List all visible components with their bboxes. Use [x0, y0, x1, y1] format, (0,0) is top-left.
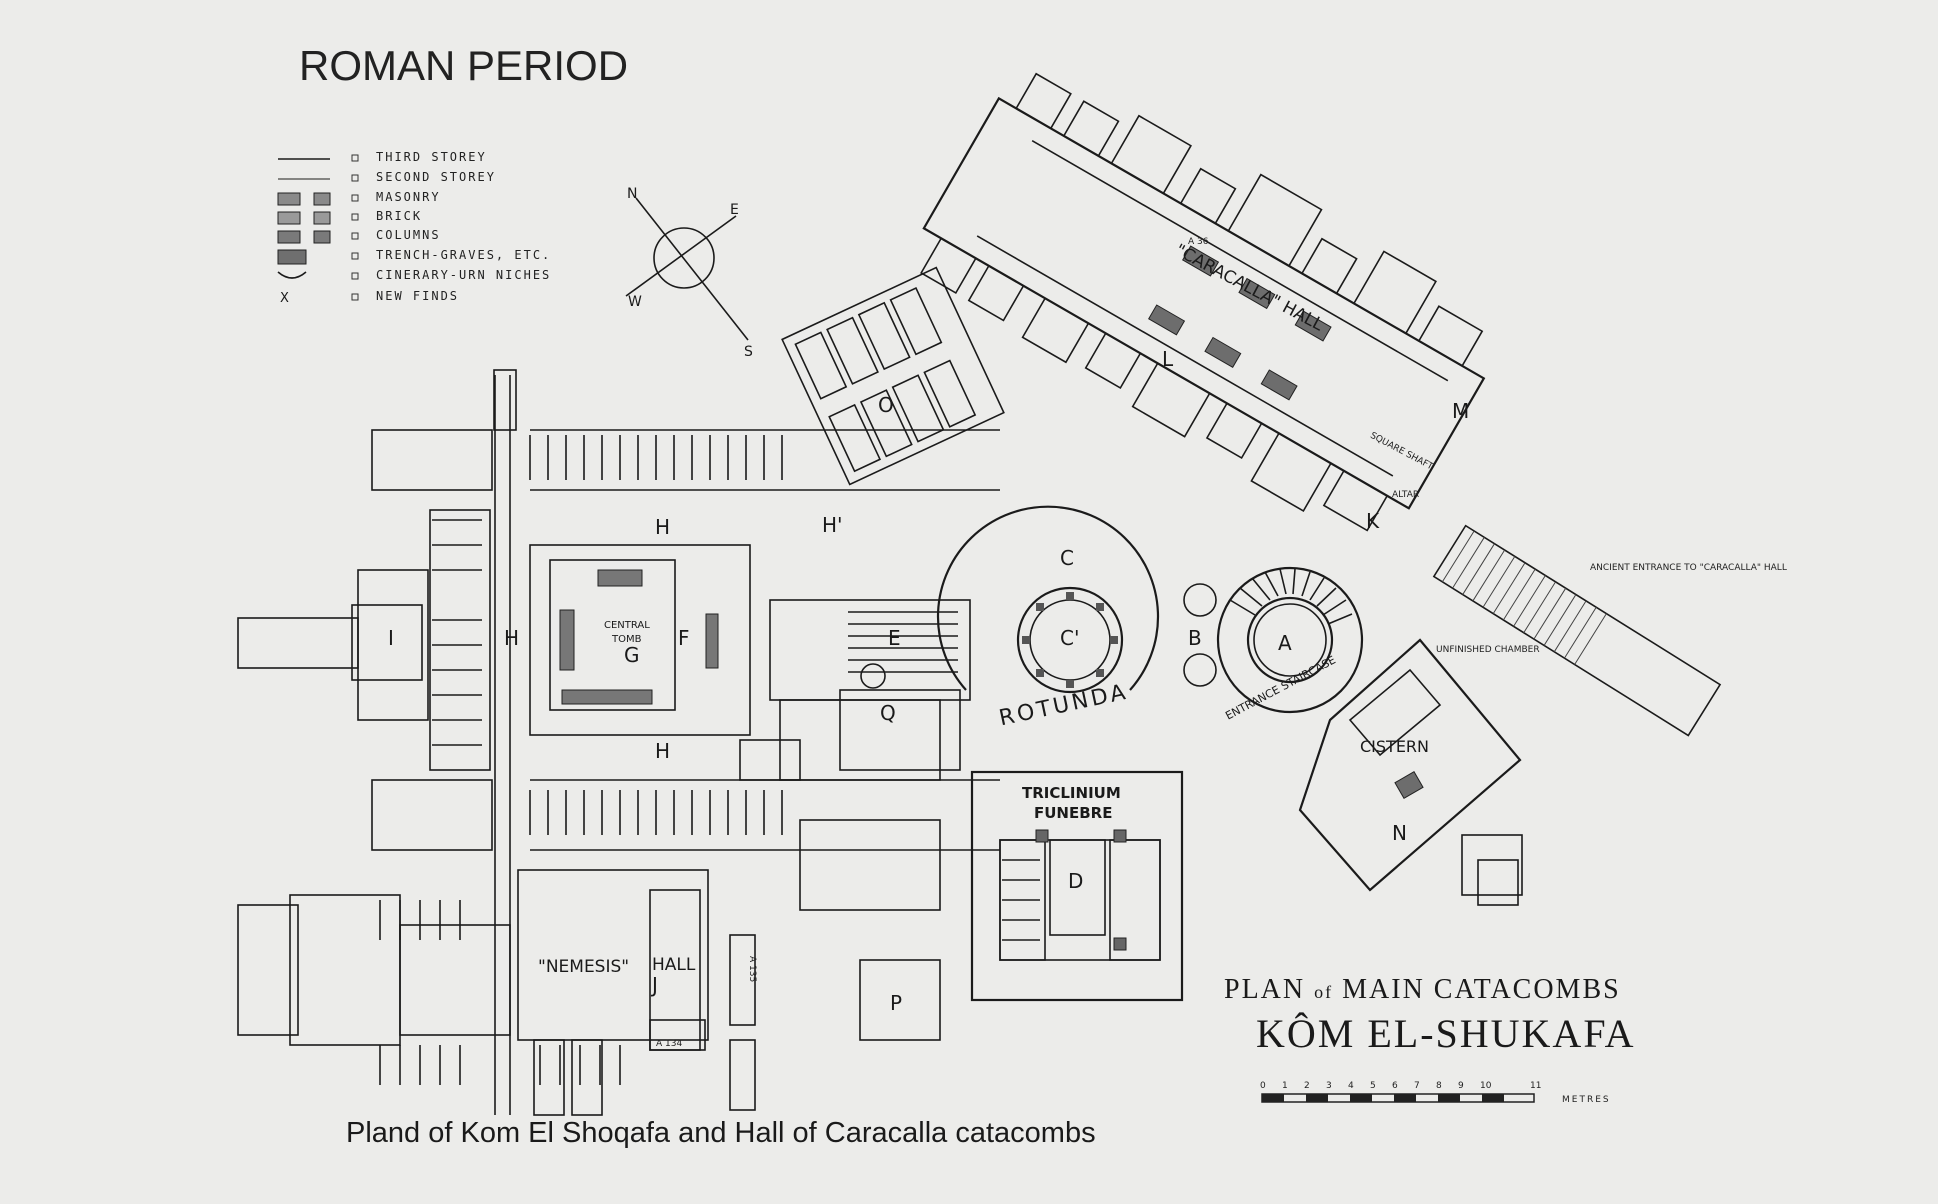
room-label-k: K	[1366, 509, 1380, 533]
triclinium-label-2: FUNEBRE	[1034, 804, 1112, 822]
legend-symbol-new-finds: X	[280, 291, 289, 306]
hall-label: HALL	[652, 955, 696, 975]
room-label-f: F	[678, 626, 690, 650]
middle-corridors	[739, 599, 971, 781]
room-label-j: J	[650, 973, 658, 997]
ancient-entrance-label: ANCIENT ENTRANCE TO "CARACALLA" HALL	[1590, 563, 1787, 573]
cistern-area	[1298, 638, 1523, 906]
scale-tick-3: 3	[1326, 1081, 1332, 1091]
room-label-h-left: H	[504, 626, 519, 650]
plan-title-plan: PLAN	[1224, 974, 1306, 1005]
scale-bar: 0 1 2 3 4 5 6 7 8 9 10 11 METRES	[1260, 1081, 1611, 1105]
compass-w-label: W	[628, 294, 642, 310]
room-label-c-prime: C'	[1060, 626, 1079, 650]
compass-e-label: E	[730, 202, 739, 218]
room-label-n: N	[1392, 821, 1407, 845]
unfinished-chamber-label: UNFINISHED CHAMBER	[1436, 645, 1540, 655]
legend-symbol-masonry	[277, 192, 331, 206]
west-niche-rows	[379, 435, 783, 1085]
caracalla-hall-label: "CARACALLA" HALL	[1172, 240, 1327, 335]
rotunda-label: ROTUNDA	[997, 680, 1131, 732]
scale-tick-8: 8	[1436, 1081, 1442, 1091]
scale-tick-2: 2	[1304, 1081, 1310, 1091]
legend-symbols: X	[277, 154, 359, 306]
legend-label-second-storey: SECOND STOREY	[376, 170, 496, 184]
left-upper-wing	[781, 266, 1005, 486]
compass-s-label: S	[744, 344, 753, 360]
room-label-c: C	[1060, 546, 1074, 570]
scale-tick-10: 10	[1480, 1081, 1492, 1091]
room-label-l: L	[1162, 347, 1174, 371]
legend-label-brick: BRICK	[376, 209, 423, 223]
legend-label-trench-graves: TRENCH-GRAVES, ETC.	[376, 248, 552, 262]
room-label-h-prime: H'	[822, 513, 843, 537]
cistern-label: CISTERN	[1360, 737, 1429, 756]
tomb-code-a135: A 135	[747, 956, 757, 982]
scale-tick-7: 7	[1414, 1081, 1420, 1091]
plan-title-line1: PLAN of MAIN CATACOMBS	[1224, 974, 1621, 1006]
scale-tick-5: 5	[1370, 1081, 1376, 1091]
ancient-entrance-passage	[1432, 524, 1722, 737]
entrance-staircase	[1183, 566, 1364, 714]
room-label-q: Q	[880, 701, 896, 725]
triclinium-label-1: TRICLINIUM	[1022, 784, 1121, 802]
room-label-o: O	[878, 393, 894, 417]
legend-symbol-trench	[277, 249, 307, 265]
room-label-h-bottom: H	[655, 739, 670, 763]
legend-symbol-niche	[277, 271, 307, 279]
scale-tick-1: 1	[1282, 1081, 1288, 1091]
legend-label-masonry: MASONRY	[376, 190, 441, 204]
legend-label-third-storey: THIRD STOREY	[376, 150, 487, 164]
caracalla-hall-wing	[920, 72, 1486, 532]
legend-symbol-columns	[277, 230, 331, 244]
room-label-e: E	[888, 626, 901, 650]
scale-unit-label: METRES	[1562, 1095, 1611, 1105]
scale-tick-9: 9	[1458, 1081, 1464, 1091]
room-label-g: G	[624, 643, 640, 667]
room-label-b: B	[1188, 626, 1202, 650]
west-galleries	[237, 369, 1000, 1116]
legend-label-urn-niches: CINERARY-URN NICHES	[376, 268, 552, 282]
tomb-code-a36: A 36	[1188, 237, 1209, 247]
scale-tick-4: 4	[1348, 1081, 1354, 1091]
nemesis-label: "NEMESIS"	[538, 957, 629, 977]
room-label-m: M	[1452, 399, 1469, 423]
room-label-d: D	[1068, 869, 1083, 893]
legend-symbol-brick	[277, 211, 331, 225]
room-label-h-top: H	[655, 515, 670, 539]
map-title: ROMAN PERIOD	[299, 42, 629, 89]
scale-tick-6: 6	[1392, 1081, 1398, 1091]
plan-title-main-catacombs: MAIN CATACOMBS	[1342, 974, 1621, 1005]
central-tomb-label-2: TOMB	[611, 634, 642, 645]
central-tomb-label-1: CENTRAL	[604, 620, 650, 631]
scale-tick-0: 0	[1260, 1081, 1266, 1091]
plan-title-of: of	[1314, 982, 1334, 1002]
tomb-code-a134: A 134	[656, 1039, 682, 1049]
triclinium-funebre	[970, 770, 1184, 1002]
rotunda	[936, 505, 1160, 694]
image-caption: Pland of Kom El Shoqafa and Hall of Cara…	[346, 1117, 1096, 1149]
room-label-a: A	[1278, 631, 1292, 655]
compass-n-label: N	[627, 186, 637, 202]
scale-tick-11: 11	[1530, 1081, 1541, 1091]
room-label-p: P	[890, 991, 902, 1015]
room-label-i: I	[388, 626, 394, 650]
legend: X THIRD STOREY SECOND STOREY MASONRY BRI…	[276, 148, 596, 308]
legend-label-new-finds: NEW FINDS	[376, 289, 460, 303]
square-shaft-label: SQUARE SHAFT	[1368, 431, 1434, 473]
plan-title-line2: KÔM EL-SHUKAFA	[1256, 1011, 1636, 1056]
compass-rose-icon: N E S W	[625, 186, 753, 360]
legend-label-columns: COLUMNS	[376, 228, 441, 242]
altar-label: ALTAR	[1392, 490, 1419, 500]
central-tomb-hatching	[559, 569, 719, 705]
